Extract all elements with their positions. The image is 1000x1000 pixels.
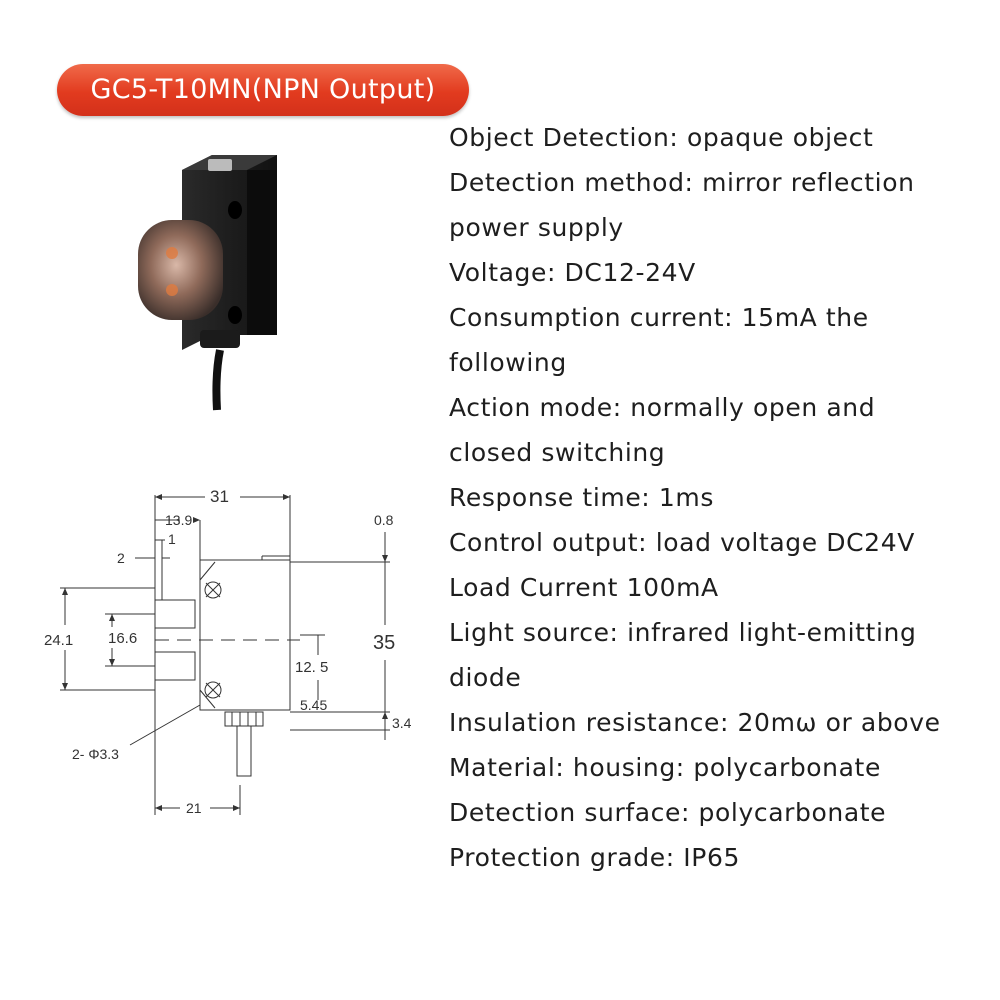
spec-line: power supply	[449, 213, 624, 242]
spec-line: Detection method: mirror reflection	[449, 168, 915, 197]
sensor-photo	[138, 155, 277, 411]
spec-line: Consumption current: 15mA the	[449, 303, 869, 332]
spec-line: Insulation resistance: 20mω or above	[449, 708, 941, 737]
model-title-badge: GC5-T10MN(NPN Output)	[57, 64, 469, 116]
spec-line: Response time: 1ms	[449, 483, 714, 512]
spec-line: diode	[449, 663, 522, 692]
dim-label-3-4: 3.4	[392, 715, 412, 731]
dim-label-2: 2	[117, 550, 125, 566]
dim-label-0-8: 0.8	[374, 512, 394, 528]
dim-label-31: 31	[210, 487, 229, 506]
dim-label-35: 35	[373, 632, 395, 654]
spec-line: Object Detection: opaque object	[449, 123, 874, 152]
spec-line: Control output: load voltage DC24V	[449, 528, 915, 557]
dim-label-24-1: 24.1	[44, 632, 73, 649]
dim-label-1: 1	[168, 531, 176, 547]
spec-line: Protection grade: IP65	[449, 843, 740, 872]
dim-label-12-5: 12. 5	[295, 659, 328, 676]
dim-label-16-6: 16.6	[108, 630, 137, 647]
spec-line: Voltage: DC12-24V	[449, 258, 696, 287]
spec-line: closed switching	[449, 438, 666, 467]
spec-line: Light source: infrared light-emitting	[449, 618, 917, 647]
dim-label-hole: 2- Φ3.3	[72, 746, 119, 762]
spec-line: Detection surface: polycarbonate	[449, 798, 887, 827]
spec-line: Action mode: normally open and	[449, 393, 876, 422]
spec-line: Load Current 100mA	[449, 573, 719, 602]
spec-line: following	[449, 348, 567, 377]
dim-label-21: 21	[186, 800, 202, 816]
spec-line: Material: housing: polycarbonate	[449, 753, 881, 782]
dim-label-13-9: 13.9	[165, 512, 192, 528]
dim-label-5-45: 5.45	[300, 697, 327, 713]
dimension-drawing: 31 13.9 1 2 0.8 24.1 16.6 35 12. 5 5.45 …	[44, 487, 412, 816]
spec-list: Object Detection: opaque object Detectio…	[449, 115, 994, 880]
